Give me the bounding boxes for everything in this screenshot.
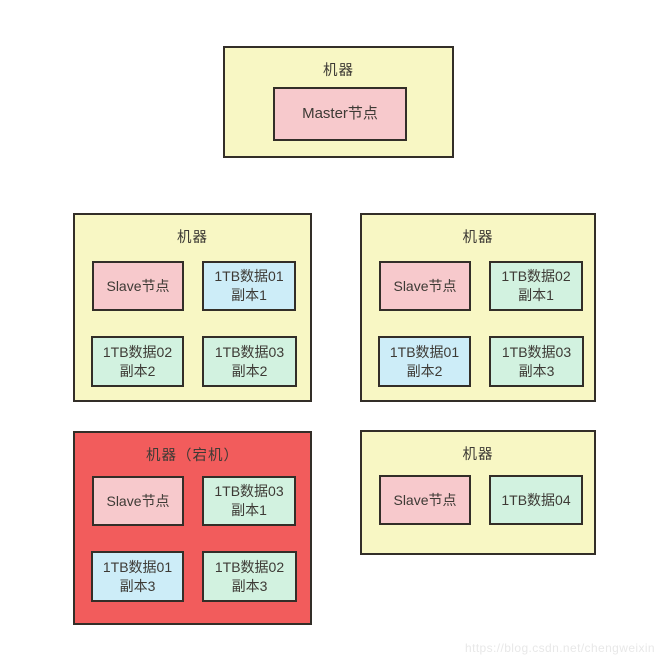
machine-title: 机器 bbox=[323, 63, 354, 79]
data-label-line2: 副本2 bbox=[406, 362, 443, 379]
data-label-line1: 1TB数据03 bbox=[501, 343, 572, 360]
machine-box-slave-4: 机器 Slave节点 1TB数据04 bbox=[360, 430, 596, 555]
data-label-line1: 1TB数据04 bbox=[501, 491, 571, 508]
data-replica-box: 1TB数据01 副本1 bbox=[202, 261, 296, 311]
data-label-line2: 副本1 bbox=[231, 502, 267, 518]
slave-node-box: Slave节点 bbox=[379, 475, 471, 525]
data-replica-box: 1TB数据02 副本2 bbox=[91, 336, 184, 387]
machine-box-slave-2: 机器 Slave节点 1TB数据02 副本1 1TB数据01 副本2 1TB数据… bbox=[360, 213, 596, 402]
data-label-line2: 副本2 bbox=[119, 362, 156, 379]
machine-box-master: 机器 Master节点 bbox=[223, 46, 454, 158]
machine-title: 机器 bbox=[462, 447, 494, 463]
data-replica-box: 1TB数据01 副本3 bbox=[91, 551, 184, 602]
watermark-url: https://blog.csdn.net/chengweixin bbox=[465, 641, 655, 655]
data-replica-box: 1TB数据03 副本2 bbox=[202, 336, 297, 387]
slave-node-label: Slave节点 bbox=[106, 492, 170, 509]
data-label-line1: 1TB数据03 bbox=[214, 483, 284, 500]
slave-node-label: Slave节点 bbox=[106, 277, 170, 294]
data-label-line1: 1TB数据02 bbox=[102, 343, 173, 360]
machine-title: 机器 bbox=[177, 230, 208, 246]
data-label-line1: 1TB数据02 bbox=[501, 268, 571, 285]
data-replica-box: 1TB数据03 副本1 bbox=[202, 476, 296, 526]
data-label-line1: 1TB数据02 bbox=[214, 558, 285, 575]
slave-node-label: Slave节点 bbox=[393, 491, 457, 508]
data-label-line2: 副本3 bbox=[119, 577, 156, 594]
data-replica-box: 1TB数据02 副本1 bbox=[489, 261, 583, 311]
slave-node-box: Slave节点 bbox=[379, 261, 471, 311]
data-label-line2: 副本1 bbox=[518, 287, 554, 303]
data-label-line2: 副本3 bbox=[231, 577, 268, 594]
machine-box-slave-1: 机器 Slave节点 1TB数据01 副本1 1TB数据02 副本2 1TB数据… bbox=[73, 213, 312, 402]
data-replica-box: 1TB数据03 副本3 bbox=[489, 336, 584, 387]
data-replica-box: 1TB数据02 副本3 bbox=[202, 551, 297, 602]
slave-node-box: Slave节点 bbox=[92, 476, 184, 526]
machine-title: 机器 bbox=[462, 230, 494, 246]
slave-node-box: Slave节点 bbox=[92, 261, 184, 311]
data-replica-box: 1TB数据01 副本2 bbox=[378, 336, 471, 387]
machine-title: 机器（宕机） bbox=[146, 448, 239, 464]
machine-box-down: 机器（宕机） Slave节点 1TB数据03 副本1 1TB数据01 副本3 1… bbox=[73, 431, 312, 625]
data-replica-box: 1TB数据04 bbox=[489, 475, 583, 525]
data-label-line2: 副本2 bbox=[231, 362, 268, 379]
data-label-line1: 1TB数据01 bbox=[102, 558, 173, 575]
data-label-line1: 1TB数据01 bbox=[389, 343, 460, 360]
data-label-line1: 1TB数据03 bbox=[214, 343, 285, 360]
master-node-label: Master节点 bbox=[302, 104, 378, 122]
data-label-line2: 副本3 bbox=[518, 362, 555, 379]
data-label-line2: 副本1 bbox=[231, 287, 267, 303]
data-label-line1: 1TB数据01 bbox=[214, 268, 284, 285]
master-node-box: Master节点 bbox=[273, 87, 407, 141]
slave-node-label: Slave节点 bbox=[393, 277, 457, 294]
